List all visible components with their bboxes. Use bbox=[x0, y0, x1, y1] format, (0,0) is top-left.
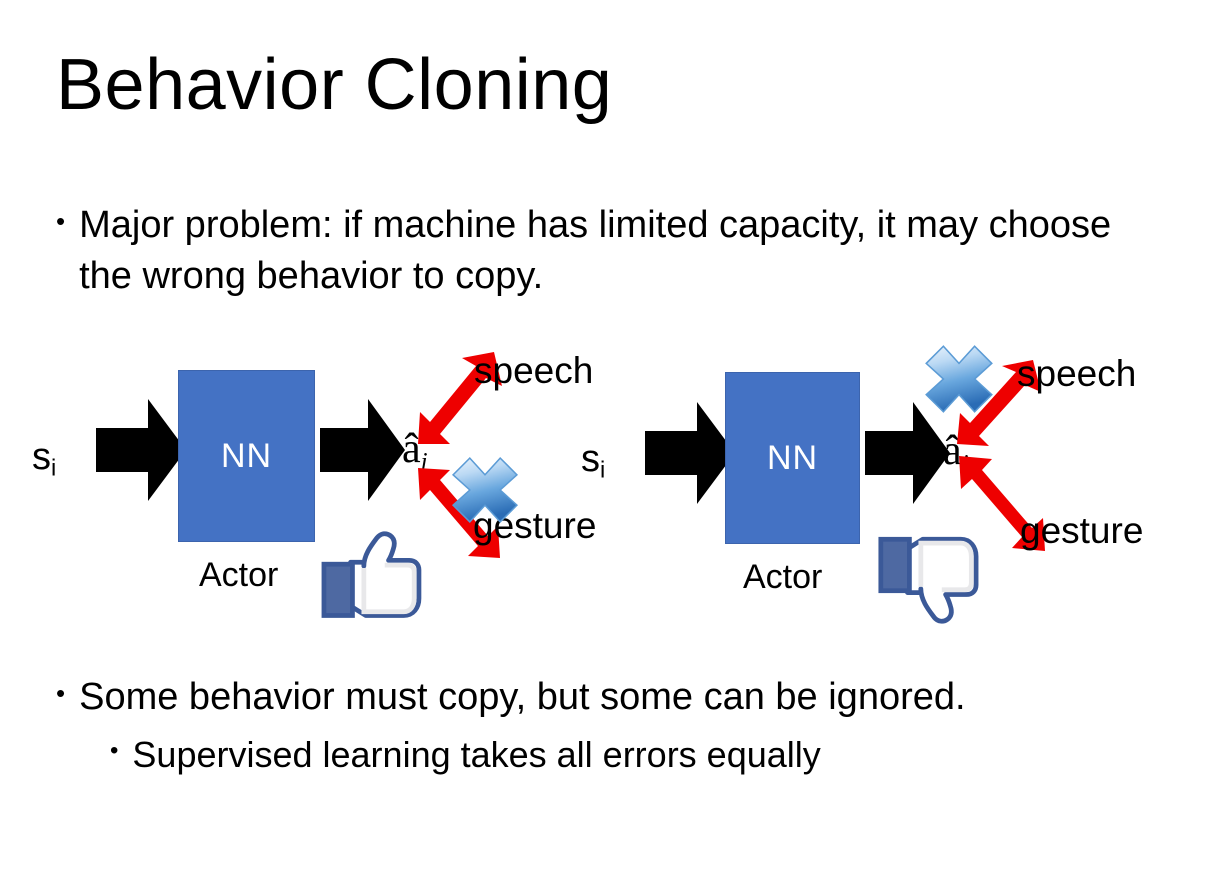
diagram-wrong-copy: si NN Actor âi bbox=[565, 330, 1165, 630]
actor-caption: Actor bbox=[743, 558, 823, 596]
bullet-major-problem: • Major problem: if machine has limited … bbox=[56, 200, 1156, 301]
branch-arrow-speech-icon bbox=[955, 358, 1045, 448]
thumbs-up-icon bbox=[318, 530, 423, 625]
nn-box: NN bbox=[178, 370, 315, 542]
thumbs-down-icon bbox=[875, 525, 980, 625]
nn-box: NN bbox=[725, 372, 860, 544]
arrow-input-icon bbox=[645, 398, 735, 508]
nn-box-label: NN bbox=[220, 437, 273, 475]
branch-label-speech: speech bbox=[474, 350, 594, 391]
bullet-supervised-learning: • Supervised learning takes all errors e… bbox=[110, 731, 1170, 779]
diagram-correct-copy: si NN Actor âi bbox=[18, 330, 618, 630]
bullet-text: Some behavior must copy, but some can be… bbox=[79, 676, 966, 718]
arrow-input-icon bbox=[96, 395, 186, 505]
branch-arrow-gesture-icon bbox=[955, 452, 1060, 557]
cross-out-gesture-icon bbox=[447, 452, 523, 528]
arrow-output-icon bbox=[865, 398, 950, 508]
actor-caption: Actor bbox=[199, 556, 279, 594]
bullet-text: Supervised learning takes all errors equ… bbox=[132, 734, 821, 775]
bullet-marker-icon: • bbox=[110, 737, 119, 764]
cross-out-speech-icon bbox=[920, 340, 998, 418]
branch-label-gesture: gesture bbox=[1020, 510, 1144, 551]
bullet-marker-icon: • bbox=[56, 206, 66, 236]
branch-arrow-gesture-icon bbox=[414, 464, 509, 562]
arrow-output-icon bbox=[320, 395, 405, 505]
action-output-label: âi bbox=[402, 426, 428, 476]
bullet-text: Major problem: if machine has limited ca… bbox=[79, 204, 1112, 297]
branch-label-speech: speech bbox=[1017, 353, 1137, 394]
state-input-label: si bbox=[32, 436, 57, 481]
page-title: Behavior Cloning bbox=[56, 45, 613, 125]
bullet-marker-icon: • bbox=[56, 678, 66, 708]
nn-box-label: NN bbox=[766, 439, 819, 477]
branch-arrow-speech-icon bbox=[416, 348, 506, 448]
state-input-label: si bbox=[581, 438, 606, 483]
bullet-some-behavior: • Some behavior must copy, but some can … bbox=[56, 672, 1176, 723]
